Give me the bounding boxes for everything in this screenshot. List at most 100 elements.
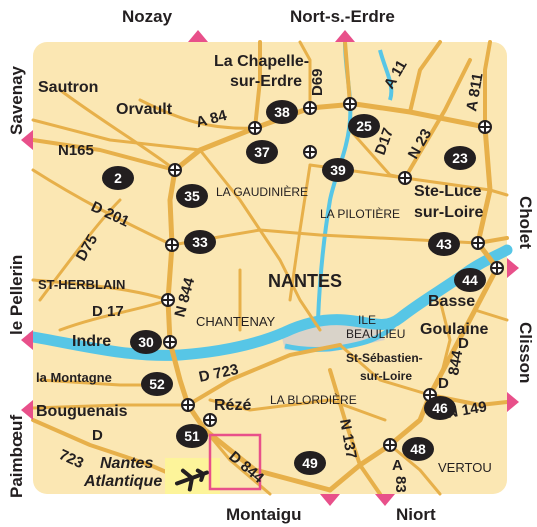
road-label-d17-w: D 17 <box>92 303 124 320</box>
road-reze <box>208 398 387 422</box>
road-a84 <box>253 40 262 130</box>
exit-number: 39 <box>330 162 346 178</box>
exit-number: 49 <box>302 455 318 471</box>
place-basse-goulaine-line2: Goulaine <box>420 321 489 338</box>
junction-icon <box>478 120 492 134</box>
road-nantes-central-3 <box>288 163 312 302</box>
exit-badge-shape <box>402 437 434 461</box>
exit-badge-shape <box>176 184 208 208</box>
exit-number: 38 <box>274 104 290 120</box>
exit-number: 51 <box>184 428 200 444</box>
place-st-herblain: ST-HERBLAIN <box>38 277 125 292</box>
exit-badge-37: 37 <box>246 140 278 164</box>
exit-badge-shape <box>246 140 278 164</box>
direction-nozay: Nozay <box>122 7 173 26</box>
junction-icon <box>490 261 504 275</box>
airplane-icon <box>174 468 210 492</box>
road-d201 <box>31 168 174 247</box>
direction-paimboeuf: Paimbœuf <box>7 415 26 498</box>
place-beaulieu-line2: BEAULIEU <box>346 327 405 341</box>
place-nantes-atlantique-line2: Atlantique <box>83 473 162 490</box>
road-st-herblain <box>31 278 170 302</box>
place-ile-line1: ILE <box>358 313 376 327</box>
road-label-d69: D69 <box>309 68 326 96</box>
road-vertou <box>388 443 442 496</box>
exit-badge-38: 38 <box>266 100 298 124</box>
arrow-down-icon <box>375 494 395 506</box>
exit-badge-shape <box>454 268 486 292</box>
exit-badge-shape <box>348 114 380 138</box>
arrow-down-icon <box>320 494 340 506</box>
road-network <box>31 40 509 496</box>
place-vertou: VERTOU <box>438 460 492 475</box>
exit-badge-shape <box>266 100 298 124</box>
road-bouguenais <box>31 403 190 410</box>
road-label-n165: N165 <box>58 142 94 159</box>
road-clisson <box>473 308 509 322</box>
road-label-a811: A 811 <box>463 72 486 113</box>
place-la-chapelle-line2: sur-Erdre <box>230 73 302 90</box>
exit-number: 44 <box>462 272 478 288</box>
place-st-sebastien-line2: sur-Loire <box>360 369 412 383</box>
exit-badge-shape <box>322 158 354 182</box>
junction-icon <box>163 335 177 349</box>
direction-savenay: Savenay <box>7 65 26 135</box>
exit-number: 43 <box>436 236 452 252</box>
direction-cholet: Cholet <box>516 196 535 249</box>
direction-niort: Niort <box>396 505 436 524</box>
exit-badge-44: 44 <box>454 268 486 292</box>
arrow-left-icon <box>21 130 33 150</box>
direction-le-pellerin: le Pellerin <box>7 255 26 335</box>
road-a11 <box>408 40 442 114</box>
exit-number: 48 <box>410 441 426 457</box>
loire-river-branch <box>284 316 403 353</box>
road-la-montagne <box>38 378 152 387</box>
place-reze: Rézé <box>214 397 251 414</box>
place-la-chapelle-line1: La Chapelle- <box>214 53 309 70</box>
place-basse-goulaine-line1: Basse <box>428 293 475 310</box>
road-d69 <box>343 40 352 106</box>
exit-badge-shape <box>424 396 456 420</box>
exit-badge-shape <box>176 424 208 448</box>
place-ste-luce-line1: Ste-Luce <box>414 183 482 200</box>
road-d723 <box>186 343 342 407</box>
junction-icon <box>343 97 357 111</box>
exit-number: 25 <box>356 118 372 134</box>
exit-badge-33: 33 <box>184 230 216 254</box>
exit-badge-shape <box>444 146 476 170</box>
place-nantes-atlantique-line1: Nantes <box>100 455 153 472</box>
exit-number: 35 <box>184 188 200 204</box>
junction-icon <box>165 238 179 252</box>
junction-icon <box>161 293 175 307</box>
arrow-left-icon <box>21 400 33 420</box>
road-label-d-sw: D <box>92 427 103 444</box>
exit-badge-51: 51 <box>176 424 208 448</box>
exit-badge-49: 49 <box>294 451 326 475</box>
road-east-d844 <box>428 298 452 397</box>
road-d75 <box>38 198 122 302</box>
junction-icon <box>303 145 317 159</box>
junction-icon <box>168 163 182 177</box>
place-la-blordiere: LA BLORDIÈRE <box>270 392 357 407</box>
place-chantenay: CHANTENAY <box>196 314 276 329</box>
exit-badge-52: 52 <box>141 372 173 396</box>
road-label-d-e2: D <box>438 375 449 392</box>
junction-icon <box>248 121 262 135</box>
exit-badge-35: 35 <box>176 184 208 208</box>
exit-number: 33 <box>192 234 208 250</box>
road-label-a83-a: A <box>392 457 403 474</box>
exit-number: 30 <box>138 334 154 350</box>
direction-clisson: Clisson <box>516 322 535 383</box>
exit-badge-30: 30 <box>130 330 162 354</box>
place-la-pilotiere: LA PILOTIÈRE <box>320 206 400 221</box>
road-st-sebastien <box>338 343 432 397</box>
arrow-up-icon <box>188 30 208 42</box>
road-d844-s <box>203 428 272 496</box>
exit-badge-23: 23 <box>444 146 476 170</box>
exit-badge-46: 46 <box>424 396 456 420</box>
junction-icon <box>181 398 195 412</box>
road-n165 <box>31 138 177 172</box>
interchange-markers <box>161 97 504 452</box>
exit-badge-48: 48 <box>402 437 434 461</box>
